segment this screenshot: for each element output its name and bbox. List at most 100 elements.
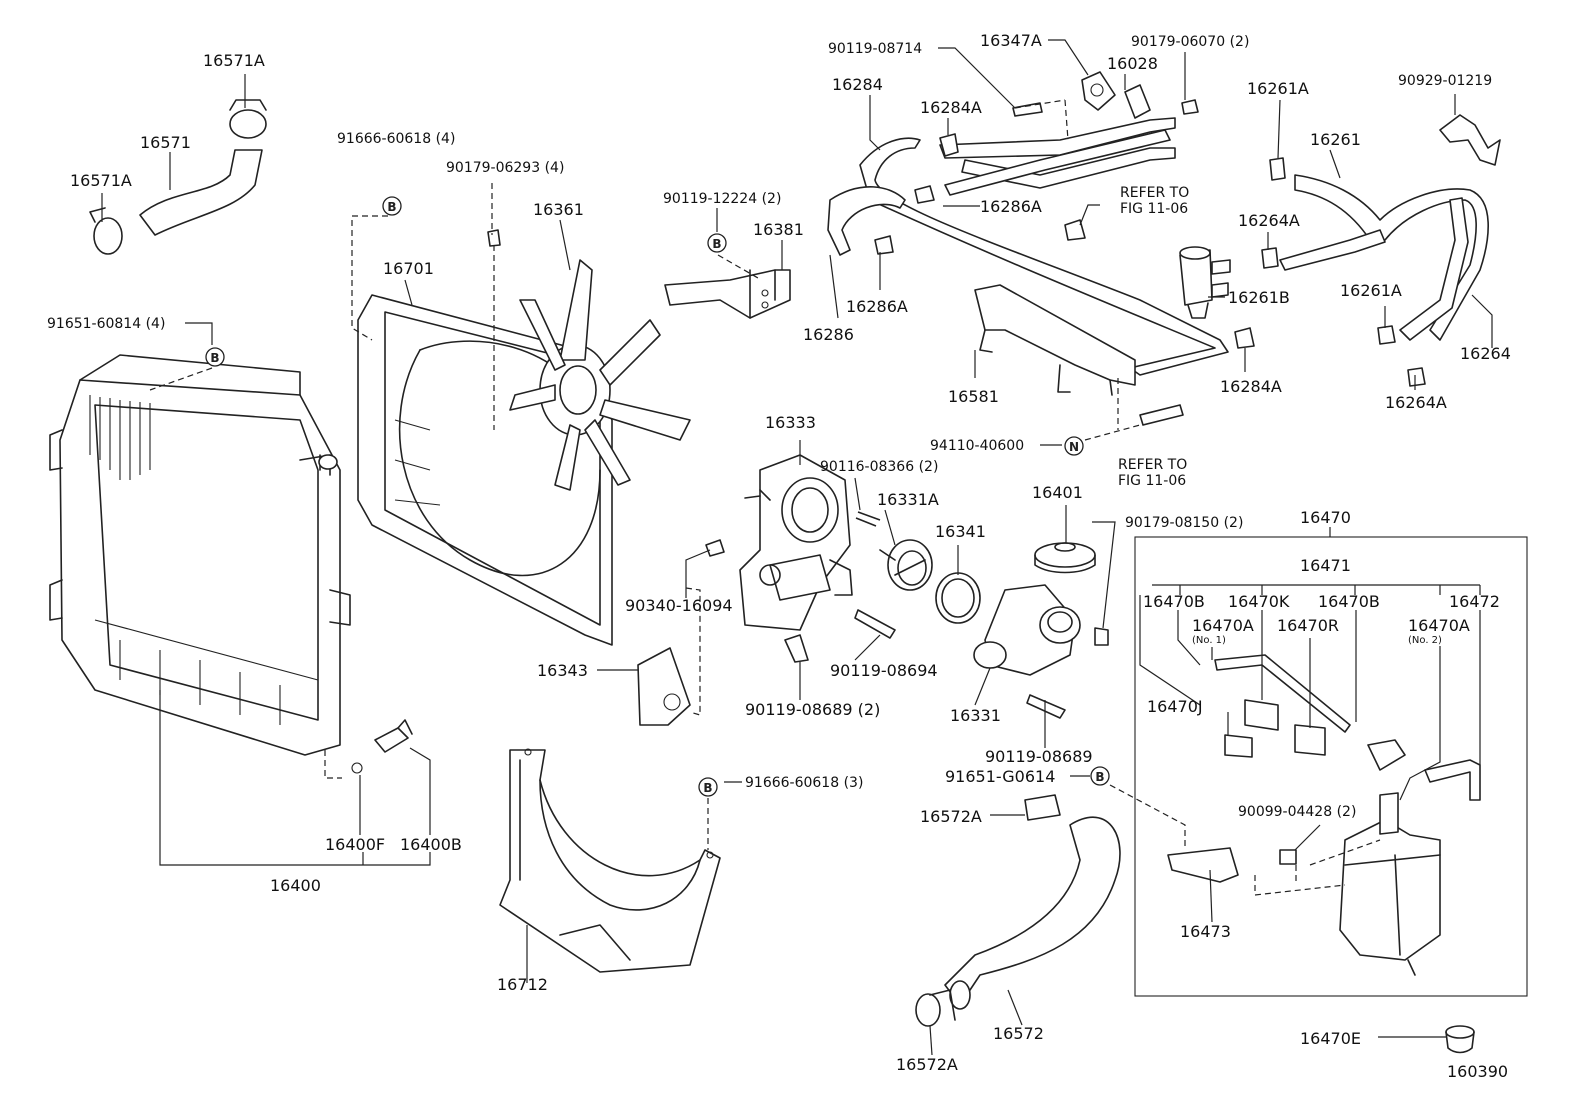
label-16572A-top: 16572A (920, 807, 982, 826)
water-inlet-housing-drawing (739, 454, 853, 631)
svg-text:N: N (1069, 440, 1079, 454)
label-16571A-top: 16571A (203, 51, 265, 70)
label-16347A: 16347A (980, 31, 1042, 50)
label-16261A-mid: 16261A (1340, 281, 1402, 300)
label-16286A-right: 16286A (980, 197, 1042, 216)
label-16470K: 16470K (1228, 592, 1290, 611)
label-16701: 16701 (383, 259, 434, 278)
bracket-16581-drawing (974, 284, 1136, 396)
water-valve-16261B-drawing (1179, 246, 1231, 319)
label-16331: 16331 (950, 706, 1001, 725)
label-16343: 16343 (537, 661, 588, 680)
reservoir-kit-box (1134, 536, 1528, 997)
label-16331A: 16331A (877, 490, 939, 509)
water-outlet-16331-drawing (973, 584, 1081, 676)
svg-text:B: B (387, 200, 396, 214)
plug-16470E-drawing (1445, 1025, 1475, 1054)
label-16361: 16361 (533, 200, 584, 219)
svg-text:B: B (210, 351, 219, 365)
label-16400B: 16400B (400, 835, 462, 854)
label-16470R: 16470R (1277, 616, 1339, 635)
bracket-16381-drawing (664, 269, 791, 319)
label-16400: 16400 (270, 876, 321, 895)
bolt-symbol-b-3: B (707, 233, 727, 253)
heater-hoses-16261-drawing (1261, 114, 1501, 387)
part-labels: 16571A 16571 16571A 91666-60618 (4) 9017… (47, 31, 1511, 1081)
leader-lines (101, 39, 1493, 1056)
label-16286A-low: 16286A (846, 297, 908, 316)
label-91666-60618-4: 91666-60618 (4) (337, 131, 455, 147)
label-90099-04428: 90099-04428 (2) (1238, 804, 1356, 820)
radiator-cap-16401-drawing (1034, 542, 1096, 574)
gasket-16341-drawing (935, 572, 981, 624)
bolt-symbol-b-4: B (698, 777, 718, 797)
thermostat-drawing (879, 539, 933, 591)
bolt-symbol-b-5: B (1090, 766, 1110, 786)
fan-drawing (509, 259, 691, 491)
label-16400F: 16400F (325, 835, 385, 854)
label-16470B-right: 16470B (1318, 592, 1380, 611)
label-16470B-left: 16470B (1143, 592, 1205, 611)
label-16473: 16473 (1180, 922, 1231, 941)
label-90119-08714: 90119-08714 (828, 41, 922, 57)
label-90179-06070: 90179-06070 (2) (1131, 34, 1249, 50)
bolts-drawing (487, 99, 1297, 865)
label-90119-08694: 90119-08694 (830, 661, 938, 680)
label-16572A-low: 16572A (896, 1055, 958, 1074)
label-94110-40600: 94110-40600 (930, 438, 1024, 454)
figure-number: 160390 (1447, 1062, 1508, 1081)
svg-text:B: B (703, 781, 712, 795)
label-16571: 16571 (140, 133, 191, 152)
label-90179-06293: 90179-06293 (4) (446, 160, 564, 176)
label-16341: 16341 (935, 522, 986, 541)
label-16284A-top: 16284A (920, 98, 982, 117)
label-16284: 16284 (832, 75, 883, 94)
label-90119-08689: 90119-08689 (985, 747, 1093, 766)
label-90119-12224: 90119-12224 (2) (663, 191, 781, 207)
label-16470: 16470 (1300, 508, 1351, 527)
label-16381: 16381 (753, 220, 804, 239)
upper-hose-16571-drawing (89, 99, 267, 255)
refer-to-top-line1: REFER TO (1120, 185, 1189, 201)
gasket-16343-drawing (637, 647, 691, 726)
label-16712: 16712 (497, 975, 548, 994)
reservoir-drawing (1339, 792, 1441, 976)
bolt-symbol-b-2: B (205, 347, 225, 367)
label-16264A-top: 16264A (1238, 211, 1300, 230)
label-no2: (No. 2) (1408, 635, 1442, 646)
label-90179-08150: 90179-08150 (2) (1125, 515, 1243, 531)
label-16470A-no1: 16470A (1192, 616, 1254, 635)
label-no1: (No. 1) (1192, 635, 1226, 646)
label-91651-G0614: 91651-G0614 (945, 767, 1055, 786)
label-16581: 16581 (948, 387, 999, 406)
label-91666-60618-3: 91666-60618 (3) (745, 775, 863, 791)
refer-to-top-line2: FIG 11-06 (1120, 201, 1188, 217)
label-16470J: 16470J (1147, 697, 1203, 716)
svg-text:B: B (712, 237, 721, 251)
reservoir-hoses-drawing (1167, 654, 1481, 883)
label-16264: 16264 (1460, 344, 1511, 363)
drain-cock-drawing (351, 719, 413, 774)
label-90116-08366: 90116-08366 (2) (820, 459, 938, 475)
label-16028: 16028 (1107, 54, 1158, 73)
label-16261A-top: 16261A (1247, 79, 1309, 98)
bypass-hoses-16284-drawing (827, 71, 1255, 376)
label-16470A-no2: 16470A (1408, 616, 1470, 635)
label-16401: 16401 (1032, 483, 1083, 502)
label-16261B: 16261B (1228, 288, 1290, 307)
label-90119-08689-2: 90119-08689 (2) (745, 700, 880, 719)
label-16284A-low: 16284A (1220, 377, 1282, 396)
radiator-drawing (49, 354, 351, 756)
label-16472: 16472 (1449, 592, 1500, 611)
label-91651-60814: 91651-60814 (4) (47, 316, 165, 332)
label-16572: 16572 (993, 1024, 1044, 1043)
refer-to-low-line2: FIG 11-06 (1118, 473, 1186, 489)
label-16571A-left: 16571A (70, 171, 132, 190)
label-16470E: 16470E (1300, 1029, 1361, 1048)
svg-text:B: B (1095, 770, 1104, 784)
label-90340-16094: 90340-16094 (625, 596, 733, 615)
label-16471: 16471 (1300, 556, 1351, 575)
label-16264A-low: 16264A (1385, 393, 1447, 412)
label-16261: 16261 (1310, 130, 1361, 149)
